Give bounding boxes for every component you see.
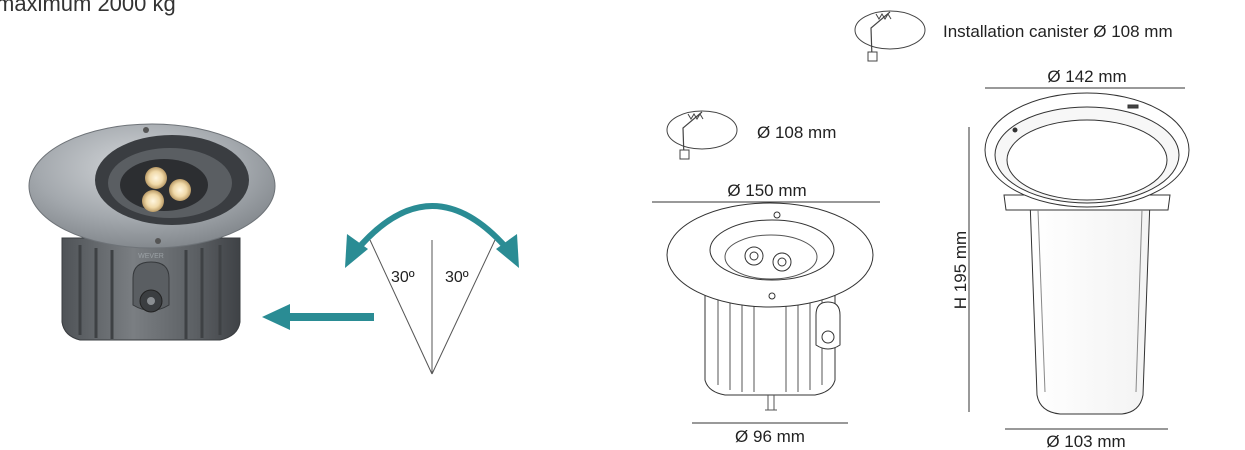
led-icon xyxy=(145,167,167,189)
max-load-text: maximum 2000 kg xyxy=(0,0,176,16)
screw-icon xyxy=(155,238,161,244)
screw-icon xyxy=(143,127,149,133)
luminaire-top-diameter: Ø 150 mm xyxy=(727,181,806,200)
angle-left-label: 30º xyxy=(391,269,415,286)
tilt-angle-diagram: 30º 30º xyxy=(345,203,519,375)
canister-bottom-diameter: Ø 103 mm xyxy=(1046,432,1125,450)
luminaire-photo: WEVER xyxy=(28,123,276,341)
luminaire-drawing xyxy=(666,202,874,411)
canister-symbol-icon xyxy=(854,10,926,62)
canister-drawing xyxy=(984,92,1190,415)
cutout-diameter-label: Ø 108 mm xyxy=(757,123,836,142)
svg-text:WEVER: WEVER xyxy=(138,253,164,260)
angle-right-label: 30º xyxy=(445,269,469,286)
rotate-right-arrowhead xyxy=(496,234,519,268)
body-fins xyxy=(78,245,222,339)
canister-height-label: H 195 mm xyxy=(951,231,970,309)
led-icon xyxy=(142,190,164,212)
canister-legend-label: Installation canister Ø 108 mm xyxy=(943,22,1173,41)
canister-top-diameter: Ø 142 mm xyxy=(1047,67,1126,86)
rotate-left-arrowhead xyxy=(345,234,368,268)
luminaire-bottom-diameter: Ø 96 mm xyxy=(735,427,805,446)
led-icon xyxy=(169,179,191,201)
direction-arrow xyxy=(262,304,374,330)
cutout-symbol-icon xyxy=(666,110,738,160)
